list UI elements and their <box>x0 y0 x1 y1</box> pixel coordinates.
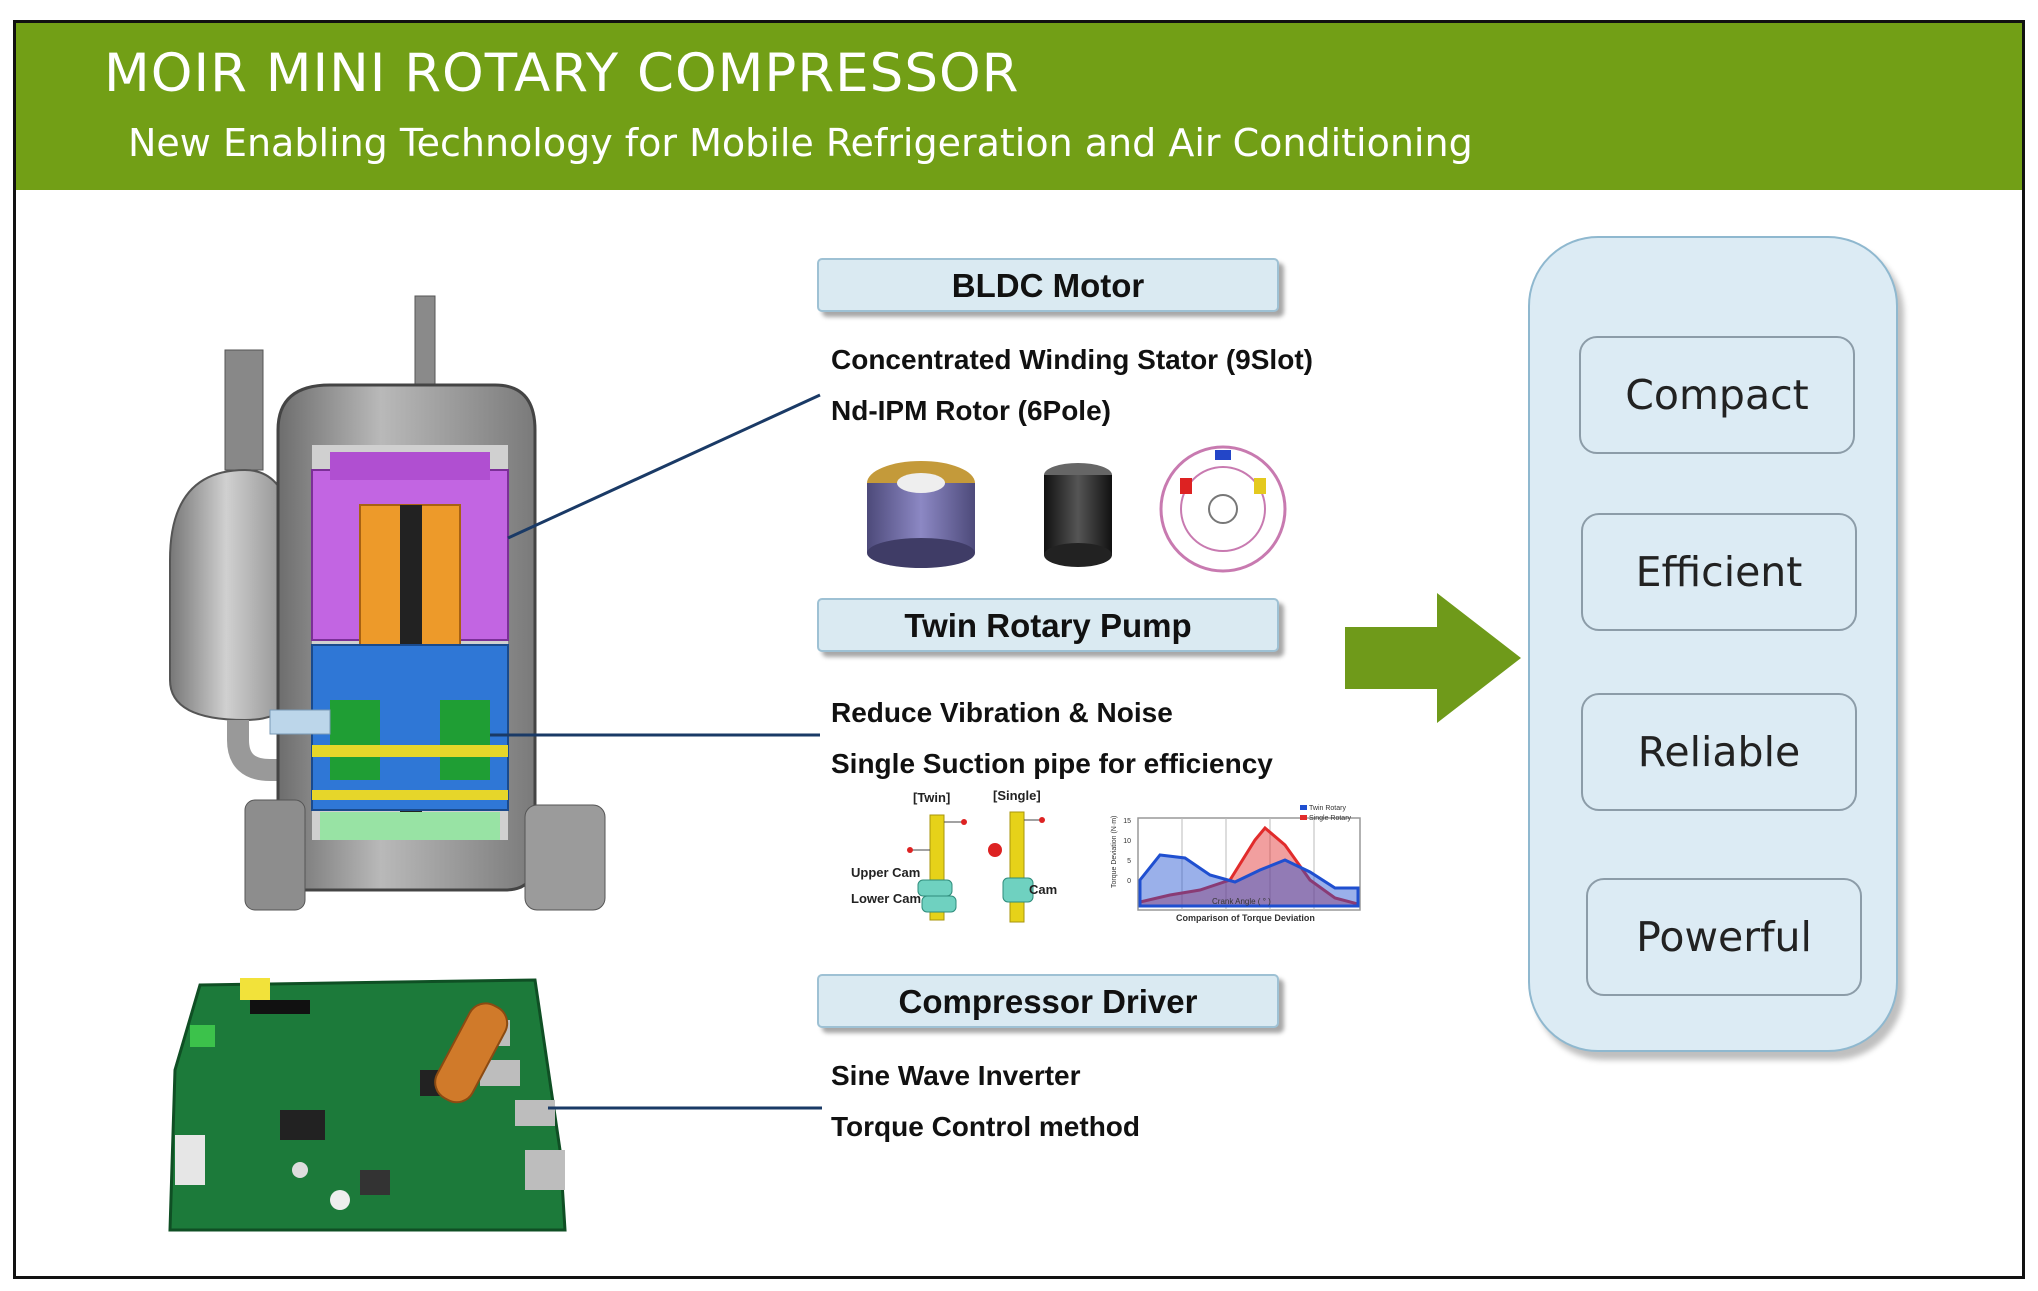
x-axis-label: Crank Angle ( ° ) <box>1212 897 1271 906</box>
result-arrow-icon <box>1345 593 1521 723</box>
y-tick: 15 <box>1123 818 1131 825</box>
cam-comparison-diagram: [Twin] [Single] Upper Cam Lower Cam Cam <box>851 788 1057 923</box>
driver-feature-inverter: Sine Wave Inverter <box>831 1060 1081 1091</box>
twin-rotary-pump-header: Twin Rotary Pump <box>817 598 1279 652</box>
stator-cross-section-thumbnail <box>1159 445 1287 573</box>
y-tick: 0 <box>1127 878 1131 885</box>
driver-board-image <box>168 978 567 1232</box>
benefit-reliable: Reliable <box>1581 693 1857 811</box>
y-tick: 5 <box>1127 858 1131 865</box>
benefits-panel: Compact Efficient Reliable Powerful <box>1528 236 1898 1052</box>
twin-label: [Twin] <box>913 790 950 805</box>
driver-feature-torque: Torque Control method <box>831 1111 1140 1142</box>
y-axis-label: Torque Deviation (N·m) <box>1111 816 1118 888</box>
page-subtitle: New Enabling Technology for Mobile Refri… <box>128 121 1473 165</box>
benefit-efficient: Efficient <box>1581 513 1857 631</box>
upper-cam-label: Upper Cam <box>851 865 920 880</box>
motor-feature-rotor: Nd-IPM Rotor (6Pole) <box>831 395 1111 426</box>
benefit-compact: Compact <box>1579 336 1855 454</box>
benefit-powerful: Powerful <box>1586 878 1862 996</box>
legend-twin: Twin Rotary <box>1309 805 1346 812</box>
pump-feature-vibration: Reduce Vibration & Noise <box>831 697 1173 728</box>
cam-label: Cam <box>1029 882 1057 897</box>
y-tick: 10 <box>1123 838 1131 845</box>
compressor-driver-header: Compressor Driver <box>817 974 1279 1028</box>
page-title: MOIR MINI ROTARY COMPRESSOR <box>104 43 1020 104</box>
pump-feature-suction: Single Suction pipe for efficiency <box>831 748 1273 779</box>
legend-single: Single Rotary <box>1309 815 1352 822</box>
motor-leader-line <box>507 393 821 540</box>
bldc-motor-header: BLDC Motor <box>817 258 1279 312</box>
twin-rotary-series <box>1138 853 1360 908</box>
rotor-thumbnail <box>1044 463 1112 567</box>
single-label: [Single] <box>993 788 1041 803</box>
stator-thumbnail <box>867 461 975 568</box>
motor-feature-stator: Concentrated Winding Stator (9Slot) <box>831 344 1313 375</box>
compressor-cutaway-image <box>169 295 606 911</box>
torque-deviation-chart: 15 10 5 0 Torque Deviation (N·m) Twin Ro… <box>1111 805 1361 923</box>
title-banner: MOIR MINI ROTARY COMPRESSOR New Enabling… <box>16 23 2022 190</box>
chart-caption: Comparison of Torque Deviation <box>1176 913 1315 923</box>
lower-cam-label: Lower Cam <box>851 891 921 906</box>
